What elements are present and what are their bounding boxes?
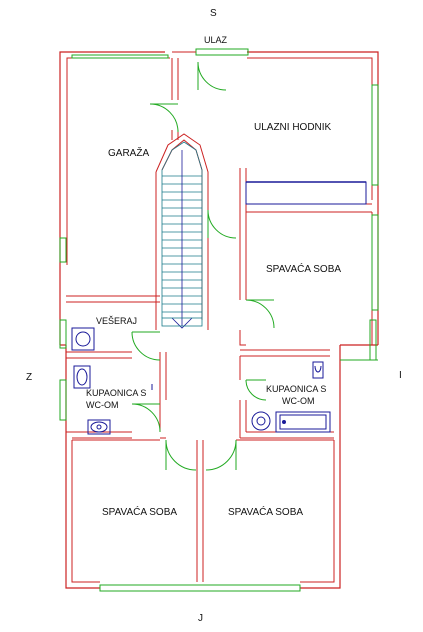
compass-east: I [399,370,402,381]
bidet-east [251,411,271,431]
room-label-bedroom-east: SPAVAĆA SOBA [266,264,342,275]
room-label-bath-west-1: KUPAONICA S [86,388,147,398]
washing-machine [71,327,95,351]
room-label-bath-west-2: WC-OM [86,400,119,410]
room-label-laundry: VEŠERAJ [96,316,138,326]
room-label-bath-east-1: KUPAONICA S [266,384,327,394]
room-label-bath-east-2: WC-OM [282,396,315,406]
door-swings [131,61,275,471]
room-label-hallway: ULAZNI HODNIK [254,122,332,133]
room-label-bedroom-sw: SPAVAĆA SOBA [102,507,178,518]
fixtures [71,327,331,435]
compass-north: S [210,8,217,19]
washbasin-west [73,365,91,389]
compass-west: Z [26,372,33,383]
staircase [161,141,203,329]
hall-counter [245,181,367,205]
room-label-garage: GARAŽA [108,148,150,159]
toilet-east [312,361,324,379]
room-label-bedroom-se: SPAVAĆA SOBA [228,507,304,518]
compass-south: J [198,613,203,624]
entrance-label: ULAZ [204,35,228,45]
toilet-west [87,419,111,435]
windows [59,48,379,592]
bathtub-east [275,411,331,433]
